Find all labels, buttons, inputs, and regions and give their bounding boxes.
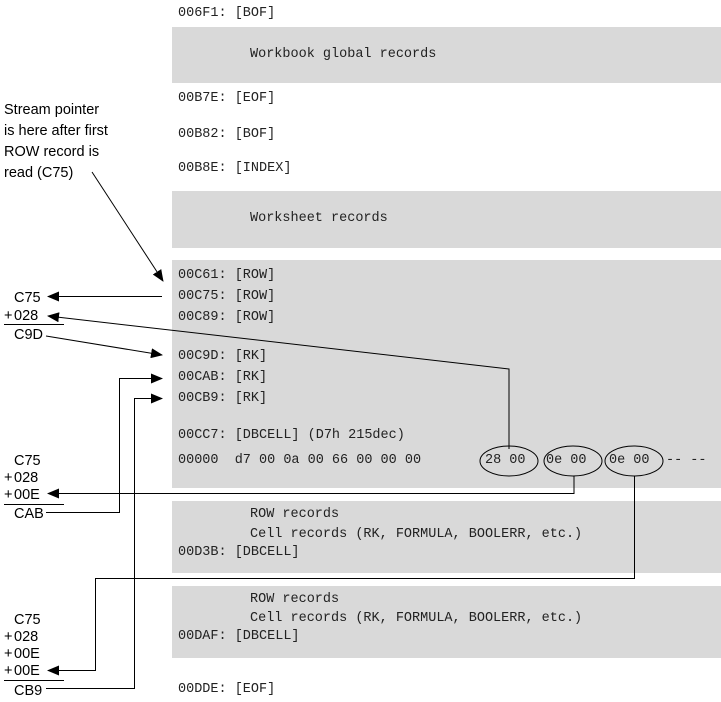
byte-group-2: 0e 00 bbox=[546, 453, 587, 468]
cab-arrow bbox=[46, 373, 163, 513]
record-row-3: 00C89: [ROW] bbox=[178, 310, 276, 325]
offset-00e-arrow-1 bbox=[47, 476, 575, 499]
block2-dbcell: 00D3B: [DBCELL] bbox=[178, 545, 300, 560]
byte-group-3-ellipse bbox=[604, 445, 664, 477]
block3-cell-records: Cell records (RK, FORMULA, BOOLERR, etc.… bbox=[250, 611, 583, 626]
calc2-operand-a: C75 bbox=[14, 453, 41, 469]
record-rk-1: 00C9D: [RK] bbox=[178, 349, 268, 364]
row-block-1 bbox=[172, 260, 721, 488]
record-dbcell-1: 00CC7: [DBCELL] (D7h 215dec) bbox=[178, 428, 405, 443]
worksheet-records-block bbox=[172, 191, 721, 248]
calc3-operand-d: 00E bbox=[14, 663, 40, 679]
calc1-operand-b: 028 bbox=[14, 308, 39, 324]
record-bof-2: 00B82: [BOF] bbox=[178, 127, 276, 142]
annotation-line-4: read (C75) bbox=[4, 165, 74, 181]
worksheet-records-label: Worksheet records bbox=[250, 211, 388, 226]
calc2-plus-1: + bbox=[4, 470, 13, 486]
calc1-plus: + bbox=[4, 308, 13, 324]
annotation-line-3: ROW record is bbox=[4, 144, 100, 160]
calc1-result: C9D bbox=[14, 327, 44, 343]
record-bof-1: 006F1: [BOF] bbox=[178, 6, 276, 21]
row-block-2 bbox=[172, 501, 721, 573]
calc3-operand-b: 028 bbox=[14, 629, 39, 645]
block3-dbcell: 00DAF: [DBCELL] bbox=[178, 629, 300, 644]
calc3-result: CB9 bbox=[14, 683, 43, 699]
calc2-operand-b: 028 bbox=[14, 470, 39, 486]
annotation-line-2: is here after first bbox=[4, 123, 108, 139]
global-records-block bbox=[172, 27, 721, 83]
record-row-2: 00C75: [ROW] bbox=[178, 289, 276, 304]
calc3-operand-a: C75 bbox=[14, 612, 41, 628]
c9d-arrow bbox=[45, 335, 163, 359]
record-eof-1: 00B7E: [EOF] bbox=[178, 91, 276, 106]
block2-row-records: ROW records bbox=[250, 507, 340, 522]
record-eof-2: 00DDE: [EOF] bbox=[178, 682, 276, 697]
calc3-plus-1: + bbox=[4, 629, 13, 645]
calc3-plus-3: + bbox=[4, 663, 13, 679]
record-rk-2: 00CAB: [RK] bbox=[178, 370, 268, 385]
byte-group-2-ellipse bbox=[543, 445, 603, 477]
cb9-arrow bbox=[46, 393, 163, 689]
global-records-label: Workbook global records bbox=[250, 47, 437, 62]
calc3-operand-c: 00E bbox=[14, 646, 40, 662]
pointer-arrow bbox=[91, 171, 164, 282]
row-block-3 bbox=[172, 586, 721, 658]
offset-00e-arrow-2 bbox=[47, 476, 635, 676]
record-rk-3: 00CB9: [RK] bbox=[178, 391, 268, 406]
byte-group-1: 28 00 bbox=[485, 453, 526, 468]
bytes-tail: -- -- bbox=[666, 453, 707, 468]
byte-group-1-ellipse bbox=[479, 445, 539, 477]
block3-row-records: ROW records bbox=[250, 592, 340, 607]
record-row-1: 00C61: [ROW] bbox=[178, 268, 276, 283]
offset-028-arrow bbox=[47, 312, 510, 449]
calc1-operand-a: C75 bbox=[14, 290, 41, 306]
annotation-line-1: Stream pointer bbox=[4, 102, 100, 118]
dbcell-bytes: 00000 d7 00 0a 00 66 00 00 00 bbox=[178, 453, 422, 468]
byte-group-3: 0e 00 bbox=[609, 453, 650, 468]
calc2-plus-2: + bbox=[4, 487, 13, 503]
calc3-plus-2: + bbox=[4, 646, 13, 662]
block2-cell-records: Cell records (RK, FORMULA, BOOLERR, etc.… bbox=[250, 527, 583, 542]
calc2-result: CAB bbox=[14, 506, 44, 522]
record-index: 00B8E: [INDEX] bbox=[178, 161, 292, 176]
calc2-operand-c: 00E bbox=[14, 487, 40, 503]
